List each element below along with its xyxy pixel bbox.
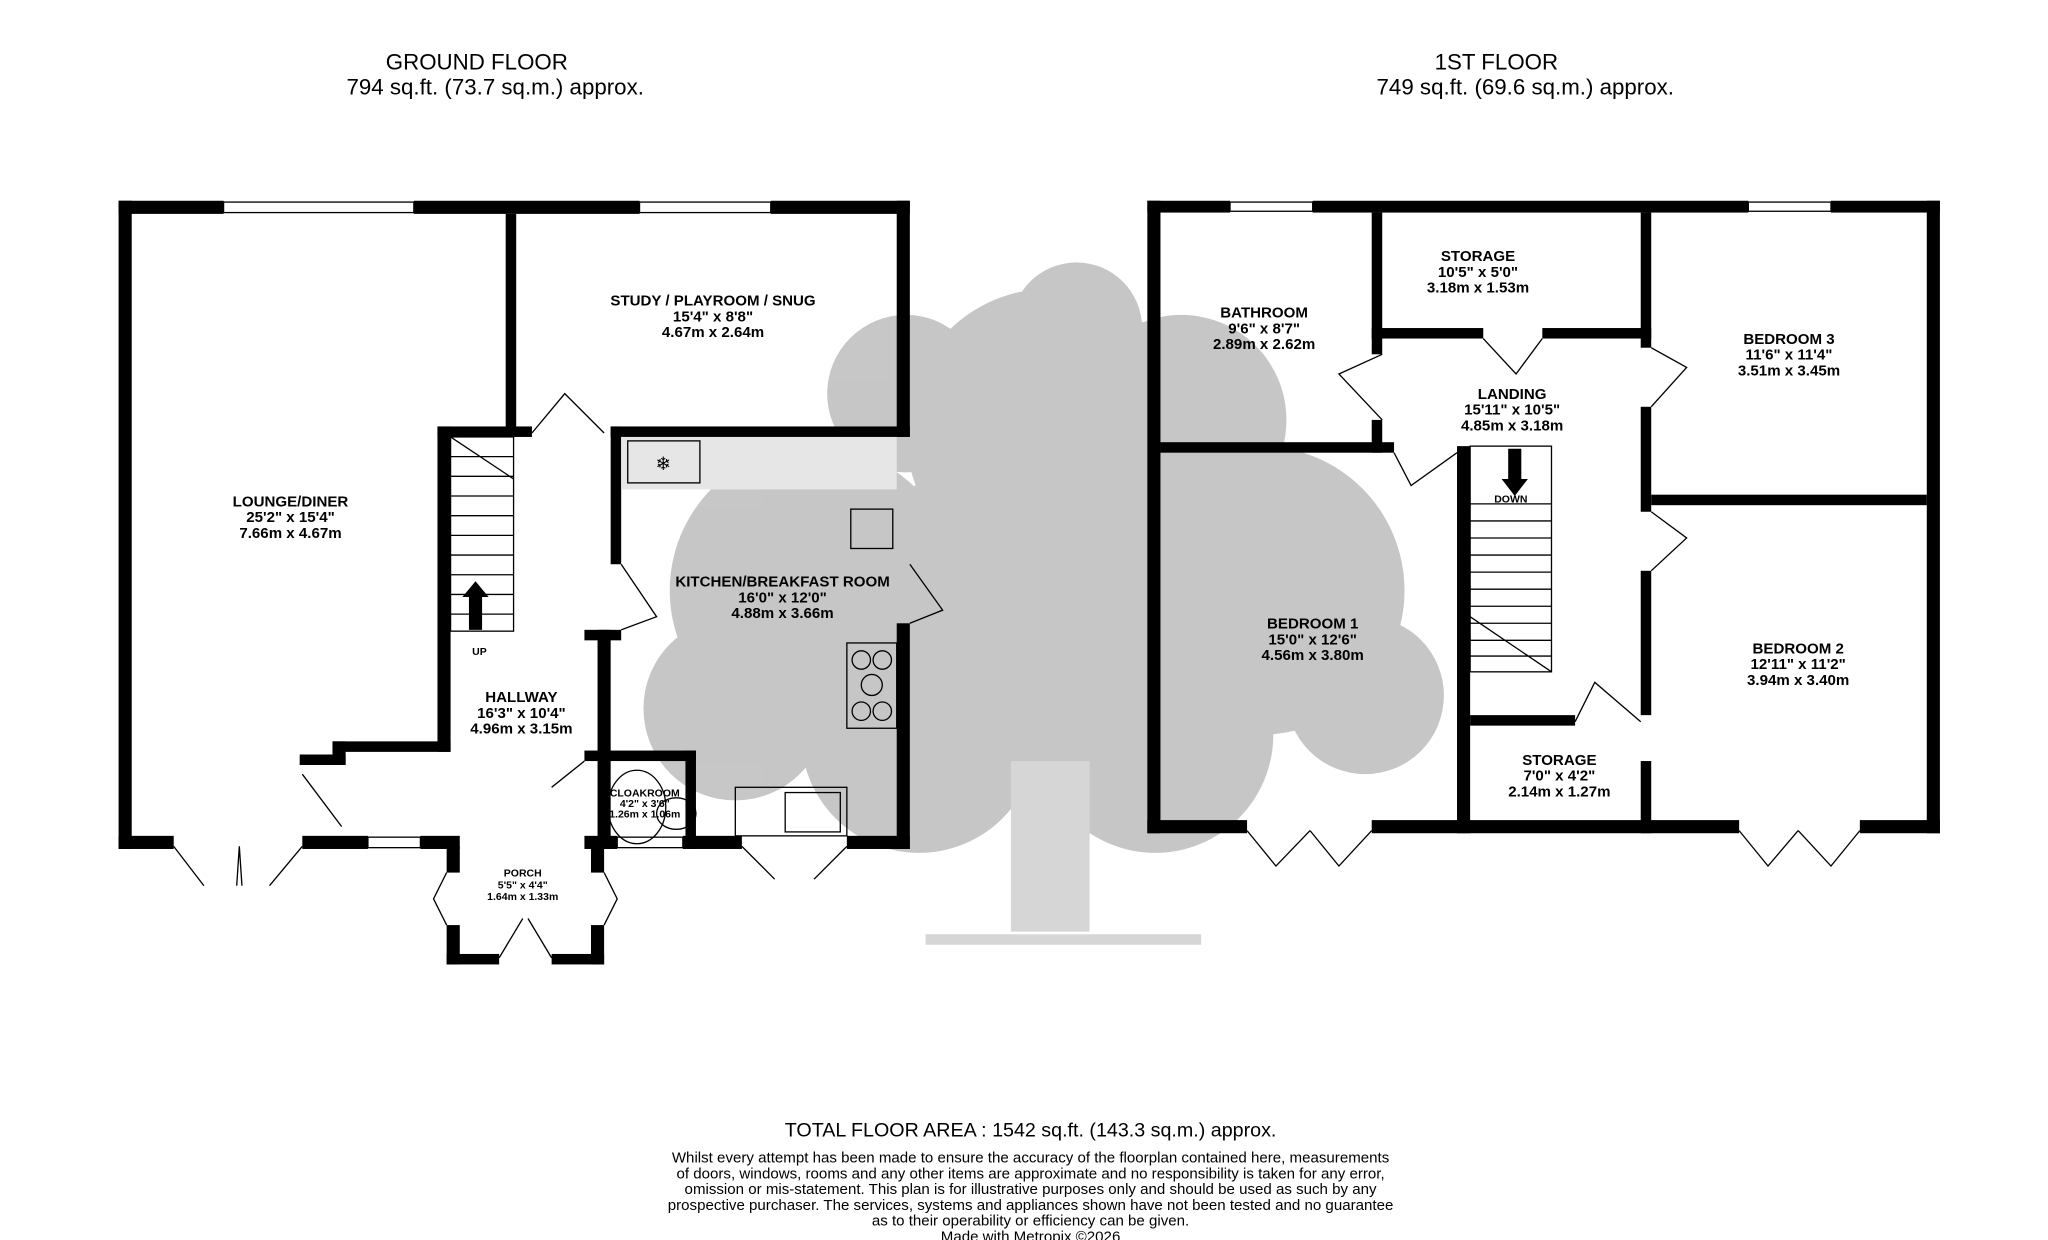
room-label-bathroom: BATHROOM 9'6" x 8'7" 2.89m x 2.62m [1213,305,1315,353]
svg-text:7'0" x 4'2": 7'0" x 4'2" [1523,768,1595,785]
svg-text:as to their operability or eff: as to their operability or efficiency ca… [872,1213,1189,1230]
svg-text:3.94m x 3.40m: 3.94m x 3.40m [1747,672,1849,689]
disclaimer: Whilst every attempt has been made to en… [668,1150,1394,1230]
ground-floor-title: GROUND FLOOR [386,50,568,75]
sink-icon [734,786,848,837]
svg-text:4.96m x 3.15m: 4.96m x 3.15m [470,721,572,738]
room-label-porch: PORCH 5'5" x 4'4" 1.64m x 1.33m [487,869,558,904]
svg-text:prospective purchaser. The ser: prospective purchaser. The services, sys… [668,1197,1394,1214]
room-label-storage-upper: STORAGE 10'5" x 5'0" 3.18m x 1.53m [1427,248,1529,296]
fridge-freezer-icon: ❄ [655,453,670,474]
stairs-down-label: DOWN [1494,495,1527,506]
svg-text:4.88m x 3.66m: 4.88m x 3.66m [731,605,833,622]
room-label-cloakroom: CLOAKROOM 4'2" x 3'6" 1.26m x 1.06m [609,788,680,820]
svg-text:HALLWAY: HALLWAY [485,689,557,706]
toilet-icon [607,769,697,845]
svg-text:3.18m x 1.53m: 3.18m x 1.53m [1427,280,1529,297]
svg-text:4.85m x 3.18m: 4.85m x 3.18m [1461,417,1563,434]
svg-text:16'0" x 12'0": 16'0" x 12'0" [738,589,827,606]
room-label-hallway: HALLWAY 16'3" x 10'4" 4.96m x 3.15m [470,689,572,737]
svg-text:2.89m x 2.62m: 2.89m x 2.62m [1213,336,1315,353]
svg-text:LOUNGE/DINER: LOUNGE/DINER [233,493,349,510]
svg-text:25'2" x 15'4": 25'2" x 15'4" [246,509,335,526]
svg-text:omission or mis-statement. Thi: omission or mis-statement. This plan is … [685,1181,1377,1198]
svg-text:2.14m x 1.27m: 2.14m x 1.27m [1508,783,1610,800]
svg-text:STORAGE: STORAGE [1441,248,1515,265]
svg-text:BEDROOM 1: BEDROOM 1 [1267,616,1358,633]
room-label-kitchen: KITCHEN/BREAKFAST ROOM 16'0" x 12'0" 4.8… [675,574,889,622]
svg-text:LANDING: LANDING [1478,386,1547,403]
svg-text:10'5" x 5'0": 10'5" x 5'0" [1438,264,1518,281]
svg-text:CLOAKROOM: CLOAKROOM [610,788,680,799]
first-floor-title: 1ST FLOOR [1435,50,1558,75]
room-label-bedroom-2: BEDROOM 2 12'11" x 11'2" 3.94m x 3.40m [1747,640,1849,688]
credit: Made with Metropix ©2026 [941,1228,1121,1240]
boiler-icon [850,508,894,550]
svg-text:16'3" x 10'4": 16'3" x 10'4" [477,705,566,722]
svg-text:STORAGE: STORAGE [1522,752,1596,769]
svg-text:15'0" x 12'6": 15'0" x 12'6" [1268,631,1357,648]
room-label-bedroom-3: BEDROOM 3 11'6" x 11'4" 3.51m x 3.45m [1738,331,1840,379]
svg-text:Whilst every attempt has been: Whilst every attempt has been made to en… [672,1150,1389,1167]
svg-text:1.64m x 1.33m: 1.64m x 1.33m [487,892,558,903]
svg-text:4.56m x 3.80m: 4.56m x 3.80m [1262,647,1364,664]
svg-text:4'2" x 3'6": 4'2" x 3'6" [620,799,670,810]
svg-text:12'11" x 11'2": 12'11" x 11'2" [1751,656,1846,673]
svg-text:of doors, windows, rooms and a: of doors, windows, rooms and any other i… [676,1165,1384,1182]
svg-text:1.26m x 1.06m: 1.26m x 1.06m [609,809,680,820]
ground-floor-area: 794 sq.ft. (73.7 sq.m.) approx. [346,74,643,99]
svg-text:9'6" x 8'7": 9'6" x 8'7" [1228,320,1300,337]
room-label-bedroom-1: BEDROOM 1 15'0" x 12'6" 4.56m x 3.80m [1262,616,1364,664]
stairs-down [1469,445,1553,673]
svg-text:KITCHEN/BREAKFAST ROOM: KITCHEN/BREAKFAST ROOM [675,574,889,591]
room-label-study: STUDY / PLAYROOM / SNUG 15'4" x 8'8" 4.6… [610,293,815,341]
ground-floor-walls: ❄ [118,200,944,965]
svg-text:4.67m x 2.64m: 4.67m x 2.64m [662,324,764,341]
stairs-up [449,436,515,632]
svg-text:STUDY / PLAYROOM / SNUG: STUDY / PLAYROOM / SNUG [610,293,815,310]
svg-text:15'11" x 10'5": 15'11" x 10'5" [1464,402,1560,419]
stairs-up-label: UP [472,647,487,658]
room-label-landing: LANDING 15'11" x 10'5" 4.85m x 3.18m [1461,386,1563,434]
first-floor-area: 749 sq.ft. (69.6 sq.m.) approx. [1377,74,1674,99]
svg-text:BEDROOM 3: BEDROOM 3 [1743,331,1834,348]
svg-text:BATHROOM: BATHROOM [1220,305,1308,322]
svg-text:11'6" x 11'4": 11'6" x 11'4" [1746,347,1833,364]
room-label-lounge-diner: LOUNGE/DINER 25'2" x 15'4" 7.66m x 4.67m [233,493,349,541]
svg-text:15'4" x 8'8": 15'4" x 8'8" [673,308,753,325]
svg-text:PORCH: PORCH [504,869,542,880]
total-floor-area: TOTAL FLOOR AREA : 1542 sq.ft. (143.3 sq… [785,1119,1277,1141]
hob-icon [846,642,898,729]
svg-text:3.51m x 3.45m: 3.51m x 3.45m [1738,362,1840,379]
svg-text:BEDROOM 2: BEDROOM 2 [1753,640,1844,657]
svg-text:7.66m x 4.67m: 7.66m x 4.67m [239,525,341,542]
room-label-storage-lower: STORAGE 7'0" x 4'2" 2.14m x 1.27m [1508,752,1610,800]
svg-text:5'5" x 4'4": 5'5" x 4'4" [498,880,548,891]
